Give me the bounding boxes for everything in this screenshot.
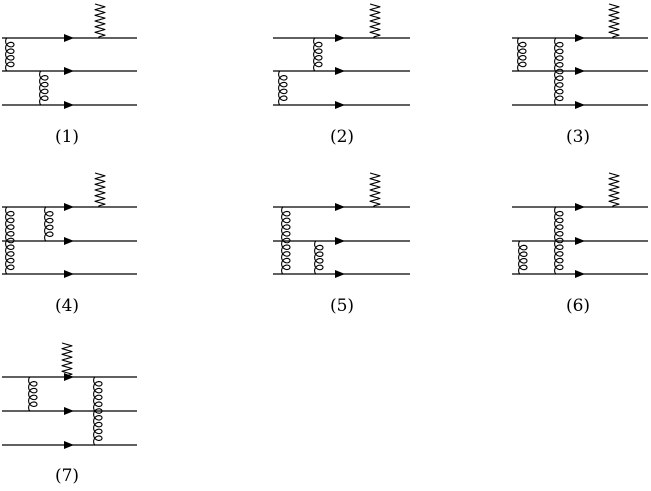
photon-line <box>94 3 106 39</box>
arrow-icon <box>575 34 585 42</box>
photon-line <box>369 172 381 208</box>
arrow-icon <box>575 101 585 109</box>
gluon-line <box>5 206 15 275</box>
arrow-icon <box>575 67 585 75</box>
diagram-4: (4) <box>2 172 137 316</box>
diagram-2: (2) <box>273 3 410 147</box>
photon-line <box>369 3 381 39</box>
arrow-icon <box>575 270 585 278</box>
arrow-icon <box>335 67 345 75</box>
arrow-icon <box>64 441 74 449</box>
arrow-icon <box>64 203 74 211</box>
photon-line <box>608 172 620 208</box>
arrow-icon <box>64 67 74 75</box>
diagram-label: (1) <box>55 127 79 147</box>
diagram-label: (3) <box>566 127 590 147</box>
diagram-5: (5) <box>273 172 410 316</box>
arrow-icon <box>335 101 345 109</box>
arrow-icon <box>64 407 74 415</box>
gluon-line <box>39 70 49 106</box>
diagram-label: (7) <box>55 466 79 486</box>
arrow-icon <box>575 237 585 245</box>
gluon-line <box>554 37 564 106</box>
diagram-1: (1) <box>2 3 137 147</box>
gluon-line <box>5 37 15 72</box>
photon-line <box>61 342 73 378</box>
gluon-line <box>93 376 103 446</box>
photon-line <box>94 172 106 208</box>
diagram-label: (2) <box>330 127 354 147</box>
arrow-icon <box>64 101 74 109</box>
gluon-line <box>278 70 288 106</box>
gluon-line <box>517 37 527 72</box>
arrow-icon <box>64 237 74 245</box>
arrow-icon <box>575 203 585 211</box>
arrow-icon <box>335 34 345 42</box>
arrow-icon <box>64 34 74 42</box>
arrow-icon <box>64 373 74 381</box>
photon-line <box>608 3 620 39</box>
gluon-line <box>313 37 323 72</box>
gluon-line <box>314 240 324 275</box>
arrow-icon <box>335 270 345 278</box>
gluon-line <box>281 206 291 275</box>
arrow-icon <box>335 203 345 211</box>
diagram-7: (7) <box>2 342 137 486</box>
diagram-6: (6) <box>512 172 648 316</box>
diagram-label: (6) <box>566 296 590 316</box>
diagram-label: (4) <box>55 296 79 316</box>
diagram-label: (5) <box>330 296 354 316</box>
gluon-line <box>28 376 38 412</box>
gluon-line <box>554 206 564 275</box>
diagram-3: (3) <box>512 3 648 147</box>
arrow-icon <box>335 237 345 245</box>
gluon-line <box>44 206 54 242</box>
gluon-line <box>518 240 528 275</box>
arrow-icon <box>64 270 74 278</box>
